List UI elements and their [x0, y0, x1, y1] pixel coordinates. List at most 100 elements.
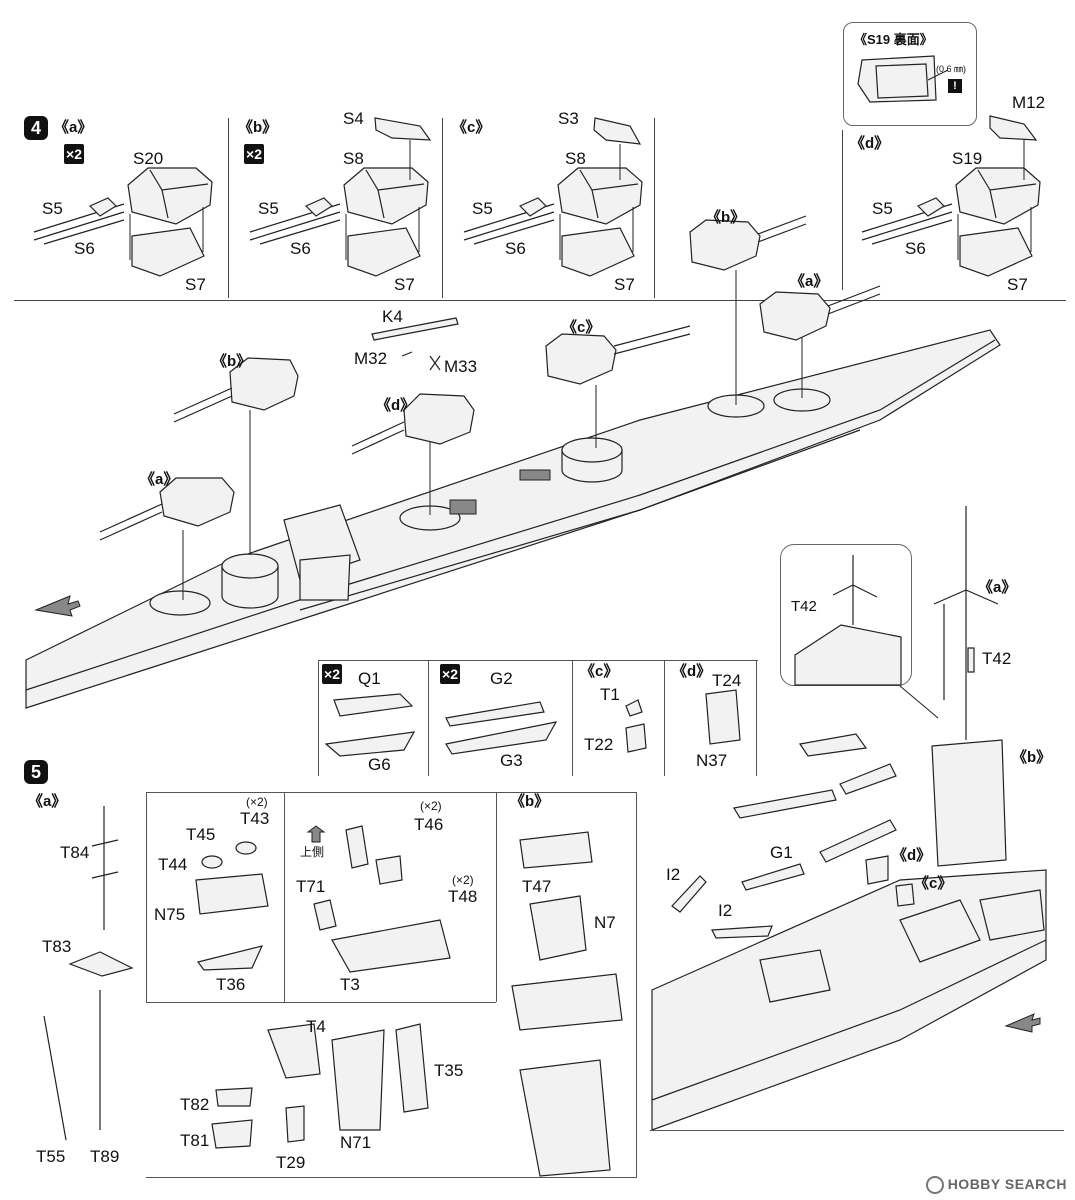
hull-turret-c-icon [545, 325, 691, 385]
part-label: S5 [872, 199, 893, 218]
part-label: S19 [952, 149, 983, 168]
multiplier-badge: ×2 [322, 664, 342, 684]
part-label: M32 [354, 349, 388, 368]
divider [146, 1002, 496, 1003]
step-5-number: 5 [24, 760, 48, 784]
hull-label-a: 《a》 [140, 471, 179, 488]
part-label: T47 [522, 877, 552, 896]
part-label: T81 [180, 1131, 210, 1150]
hobby-search-logo-icon [925, 1176, 944, 1194]
divider [442, 118, 443, 298]
assembly-t3-icon [306, 825, 451, 973]
hull-label-b-rear: 《b》 [706, 209, 746, 226]
boat-g1-icon [741, 863, 805, 891]
part-label: T84 [60, 843, 90, 862]
divider [842, 130, 843, 290]
part-label: T89 [90, 1147, 120, 1166]
assembly-n7-icon [511, 831, 623, 1177]
part-label: S8 [565, 149, 586, 168]
variant-c-tag: 《c》 [452, 119, 491, 136]
part-label: S5 [472, 199, 493, 218]
quantity-note: (×2) [452, 873, 474, 887]
divider [496, 792, 497, 1002]
part-label: T45 [186, 825, 216, 844]
mast-col-a-icon [43, 806, 134, 1141]
sub-d-tag: 《d》 [672, 663, 712, 680]
hull-turret-b-rear-icon [689, 215, 807, 271]
boat-q1-icon [333, 693, 414, 717]
sub-c-tag: 《c》 [580, 663, 619, 680]
mast-detail-icon [794, 555, 902, 686]
part-label: I2 [718, 901, 733, 920]
part-label: I2 [666, 865, 681, 884]
variant-d-tag: 《d》 [850, 135, 890, 152]
hull-step4-icon [25, 270, 1001, 709]
upper-side-note: 上側 [300, 845, 325, 859]
roof-part-m12 [989, 115, 1038, 141]
boat-boxes-frame [318, 660, 758, 777]
part-label: G6 [368, 755, 391, 774]
part-label: S7 [185, 275, 206, 294]
boat-g2-icon [445, 701, 545, 727]
sub-c-tag: 《c》 [914, 875, 953, 892]
part-label: M12 [1012, 93, 1046, 112]
part-label: T46 [414, 815, 444, 834]
step-4-number: 4 [24, 116, 48, 140]
part-label: S3 [558, 109, 579, 128]
part-c-icon [895, 883, 915, 907]
mast-a-tag: 《a》 [978, 579, 1017, 596]
part-t24-icon [705, 689, 741, 745]
boat-g3-icon [445, 721, 558, 755]
part-label: G1 [770, 843, 793, 862]
quantity-note: (×2) [420, 799, 442, 813]
turret-c-icon [463, 167, 643, 277]
hull-turret-a-icon [99, 477, 235, 541]
boat-i2-icon [711, 925, 773, 939]
part-label: T43 [240, 809, 270, 828]
part-d-icon [865, 855, 889, 885]
mast-detail-inset: T42 [780, 544, 912, 686]
part-label: N37 [696, 751, 728, 770]
assembly-n75-icon [195, 841, 269, 971]
part-label: N7 [594, 913, 616, 932]
watermark-text: HOBBY SEARCH [947, 1175, 1067, 1192]
multiplier-badge: ×2 [64, 144, 84, 164]
step5-panel-frame [146, 792, 637, 1178]
part-label: Q1 [358, 669, 381, 688]
variant-a-tag: 《a》 [54, 119, 93, 136]
divider [572, 660, 573, 776]
part-label: G2 [490, 669, 513, 688]
part-label: T4 [306, 1017, 326, 1036]
turret-d-icon [861, 167, 1041, 277]
part-label: S4 [343, 109, 364, 128]
part-label: S5 [258, 199, 279, 218]
part-label: M33 [444, 357, 478, 376]
part-label: T22 [584, 735, 614, 754]
part-label: T29 [276, 1153, 306, 1172]
part-label: T83 [42, 937, 72, 956]
hull-turret-b-icon [173, 357, 299, 423]
part-t1-icon [625, 699, 643, 717]
assembly-n71-icon [211, 1023, 429, 1149]
step4-panel-frame [14, 118, 1066, 301]
hull-turret-d-icon [351, 393, 475, 455]
variant-b-tag: 《b》 [238, 119, 278, 136]
hull-step5-icon [651, 869, 1047, 1131]
panel-b-tag: 《b》 [510, 793, 550, 810]
divider [664, 660, 665, 776]
divider [428, 660, 429, 776]
quantity-note: (×2) [246, 795, 268, 809]
multiplier-badge: ×2 [244, 144, 264, 164]
part-label: T3 [340, 975, 360, 994]
part-label: S7 [614, 275, 635, 294]
part-label: T55 [36, 1147, 66, 1166]
part-label: T24 [712, 671, 742, 690]
boat-icon [733, 789, 837, 819]
divider [146, 792, 147, 1002]
part-label: T42 [791, 598, 817, 615]
s19-underside-icon [857, 55, 937, 103]
part-label: T48 [448, 887, 478, 906]
divider [654, 118, 655, 298]
inset-note: (0.6 ㎜) [936, 64, 967, 74]
boat-icon [839, 763, 897, 795]
